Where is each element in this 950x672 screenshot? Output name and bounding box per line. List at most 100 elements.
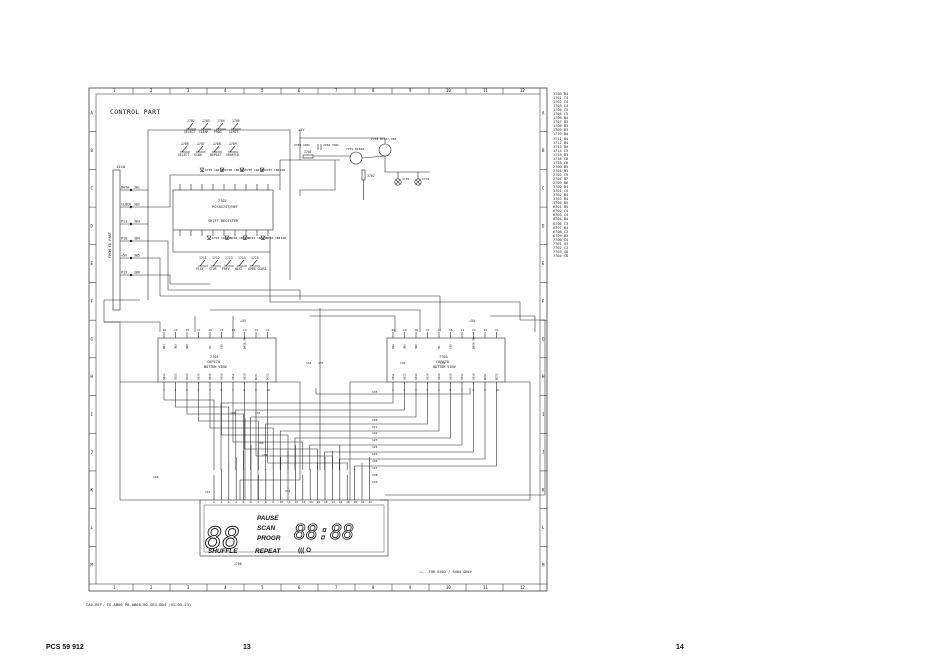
connector-pin-label: P11	[121, 220, 127, 224]
ic-pin-number: 19	[174, 328, 178, 332]
switch-label: SCAN	[194, 153, 202, 157]
switch-contact	[225, 259, 232, 267]
grid-column-label: 4	[224, 88, 227, 93]
display-pin-number: 4	[235, 500, 237, 504]
grid-row-label: L	[542, 525, 545, 530]
ic-pin-label: DATA SK	[472, 337, 476, 349]
junction-dot	[129, 188, 133, 192]
resistor-ref: 3702	[367, 174, 375, 178]
grid-column-label: 11	[483, 88, 488, 93]
grid-column-label: 8	[372, 88, 375, 93]
part-list-entry: 1713 B4	[553, 144, 569, 149]
grid-row-label: M	[542, 563, 545, 568]
ic-pin-number: 2	[404, 388, 406, 392]
ic-pin-label: SEG8	[243, 373, 247, 380]
ic-pin-number: 16	[209, 328, 213, 332]
junction-dot	[129, 205, 133, 209]
ic-pin-number: 12	[255, 328, 259, 332]
grid-column-label: 1	[113, 585, 116, 590]
grid-row-label: I	[91, 412, 94, 417]
ic-pin-label: DATA SK	[243, 337, 247, 349]
display-pin-number: 6	[250, 500, 252, 504]
footer-document-code: PCS 59 912	[46, 644, 84, 651]
ic-pin-label: SEG6	[220, 373, 224, 380]
switch-contact	[217, 122, 224, 130]
part-list-entry: 1703 C4	[553, 104, 569, 109]
part-list-entry: 1711 B4	[553, 136, 569, 141]
switch-label: NEXT	[235, 267, 243, 271]
ic-pin-number: 8	[473, 388, 475, 392]
ic-pin-number: 11	[495, 328, 499, 332]
switch-ref: 1704	[217, 119, 225, 123]
shift-register-ref: 7702	[218, 199, 227, 203]
part-list-entry: 7702 C3	[553, 245, 569, 250]
grid-column-label: 11	[483, 585, 488, 590]
connector-pin-label: P10	[121, 237, 127, 241]
part-list-entry: 2700 B5	[553, 164, 569, 169]
part-list-entry: 6702 C4	[553, 209, 569, 214]
wire	[380, 381, 531, 501]
wire	[309, 388, 463, 470]
ic-pin-label: SIO	[220, 344, 224, 349]
ic-pin-number: 10	[496, 388, 500, 392]
ic-pin-number: 10	[267, 388, 271, 392]
ic-pin-label: DGT1	[483, 373, 487, 380]
ic-pin-number: 7	[461, 388, 463, 392]
display-pin-number: 21	[361, 500, 365, 504]
part-list-entry: 6703 C4	[553, 213, 569, 218]
diode-label: 6709 1N4148	[205, 168, 225, 172]
switch-ref: 1714	[238, 256, 246, 260]
ic-pin-number: 13	[472, 328, 476, 332]
drawing-frame	[88, 87, 548, 592]
switch-ref: 1713	[225, 256, 233, 260]
net-label: 122	[372, 431, 378, 435]
wire	[324, 388, 474, 470]
switch-ref: 1702	[187, 119, 195, 123]
shift-register-label: SHIFT REGISTER	[208, 219, 239, 223]
grid-row-label: A	[542, 110, 545, 115]
switch-label: PLAY	[196, 267, 204, 271]
grid-row-label: C	[542, 186, 545, 191]
switch-ref: 1709	[229, 142, 237, 146]
driver-left-ref: 7701	[210, 355, 219, 359]
grid-row-label: D	[91, 223, 94, 228]
part-list-entry: 1704 C5	[553, 108, 569, 113]
ic-pin-number: 15	[449, 328, 453, 332]
ic-pin-number: 17	[197, 328, 201, 332]
resistor-body	[302, 154, 314, 159]
net-label: 135	[372, 390, 378, 394]
capacitor-label: 2704 330n	[323, 143, 339, 147]
grid-row-label: E	[542, 261, 545, 266]
grid-column-label: 10	[446, 88, 451, 93]
net-label: 121	[372, 425, 378, 429]
ic-pin-label: SEG2	[403, 373, 407, 380]
grid-row-label: B	[91, 148, 94, 153]
lamp-ref: 1716	[402, 177, 409, 181]
switch-ref: 1715	[251, 256, 259, 260]
wire	[148, 240, 301, 300]
ic-pin-label: SEG7	[231, 373, 235, 380]
lamp-cross	[395, 179, 401, 185]
display-pin-number: 16	[324, 500, 328, 504]
part-list-entry: 1701 C4	[553, 96, 569, 101]
display-ref: 1700	[234, 562, 242, 566]
switch-contact	[212, 259, 219, 267]
diode-symbol	[259, 167, 265, 172]
ic-pin-number: 9	[484, 388, 486, 392]
ic-pin-number: 11	[266, 328, 270, 332]
ic-pin-number: 1	[163, 388, 165, 392]
grid-column-label: 10	[446, 585, 451, 590]
display-pin-number: 5	[243, 500, 245, 504]
resistor-body	[361, 169, 366, 181]
diode-symbol	[242, 235, 248, 240]
ic-pin-label: SK1	[391, 344, 395, 349]
ic-pin-number: 15	[220, 328, 224, 332]
switch-label: SHUFFLE	[226, 153, 239, 157]
grid-column-label: 5	[261, 88, 264, 93]
grid-column-label: 7	[335, 88, 338, 93]
diode-label: 6703 1N4148	[212, 236, 232, 240]
driver-left-body	[157, 337, 277, 383]
display-pin-number: 13	[302, 500, 306, 504]
wire	[279, 159, 340, 190]
